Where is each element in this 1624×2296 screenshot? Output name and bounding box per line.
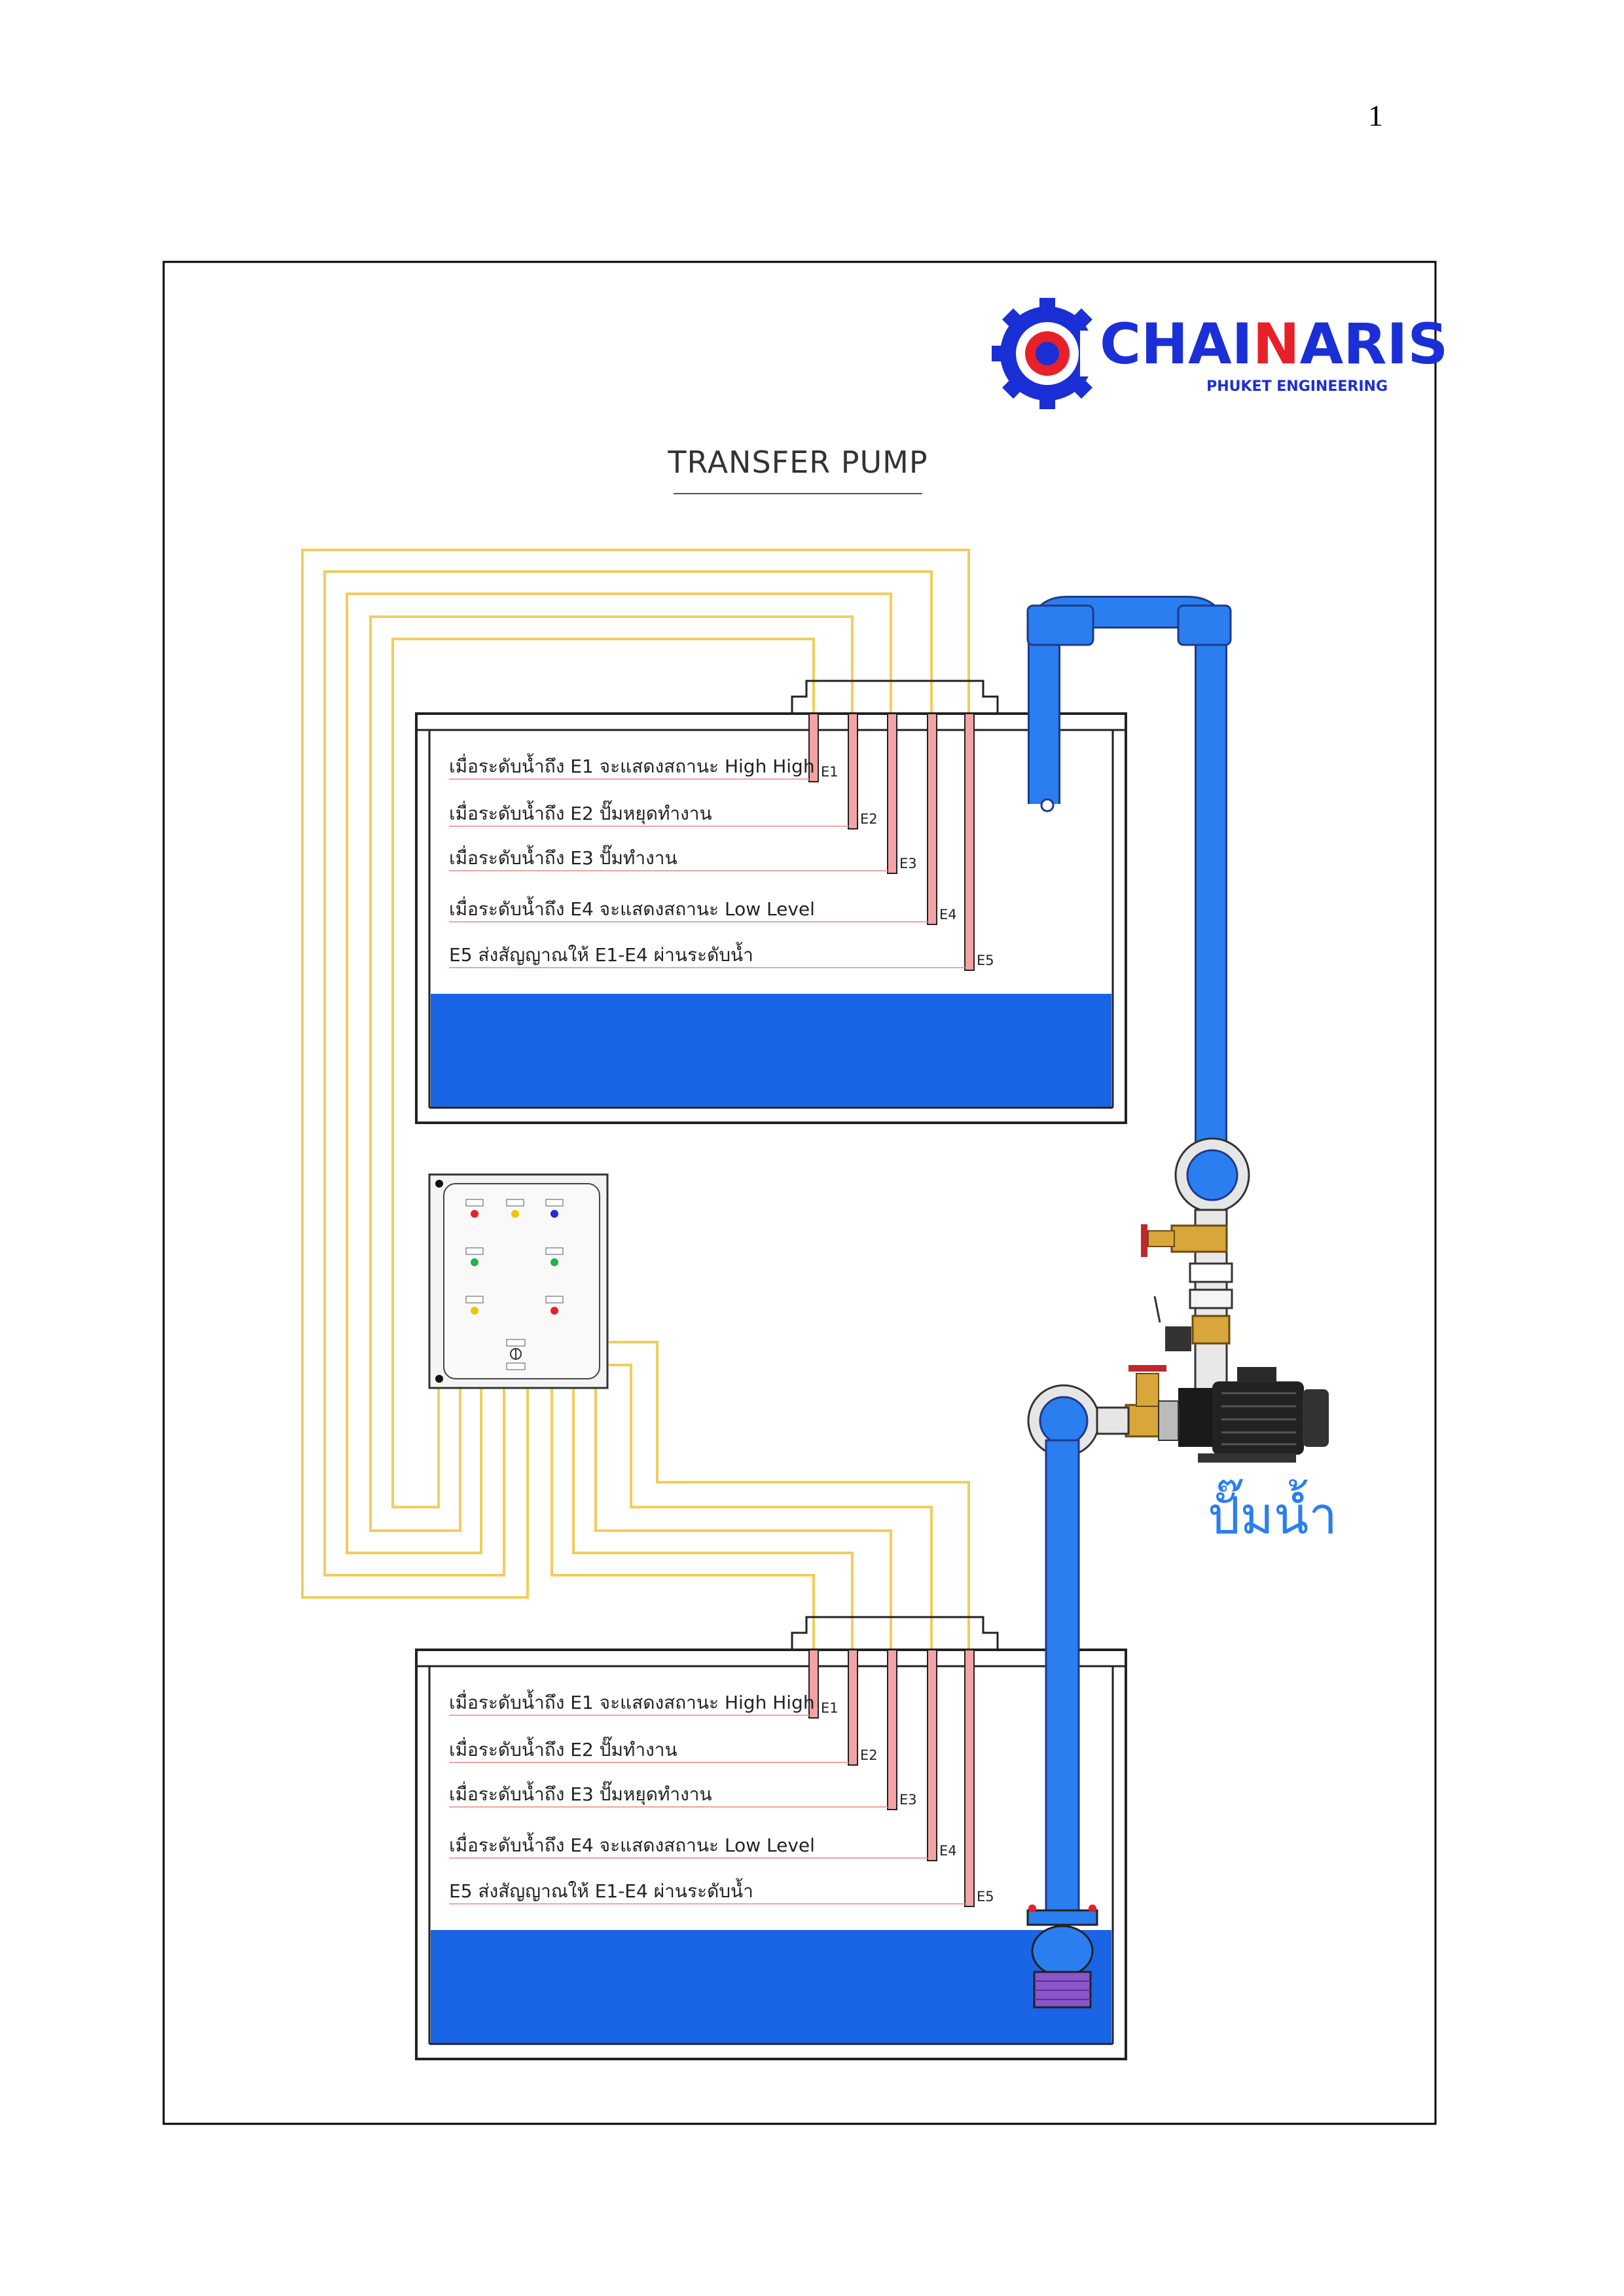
pressure-switch-icon: [1165, 1326, 1191, 1351]
page-number: 1: [1368, 99, 1383, 132]
brand-subtitle: PHUKET ENGINEERING: [1206, 378, 1388, 395]
upper-tank-water: [431, 994, 1111, 1108]
svg-text:CHAINARIS: CHAINARIS: [1100, 312, 1448, 377]
suction-pipe: [1045, 1439, 1080, 1913]
control-panel: [428, 1173, 609, 1389]
pipework: [1026, 596, 1329, 2009]
panel-lamp: [545, 1296, 564, 1315]
pump-label: ปั๊มน้ำ: [1208, 1479, 1337, 1546]
panel-lamp: [506, 1199, 524, 1218]
upper-electrode-e2: [848, 713, 858, 829]
lower-row-label-2: เมื่อระดับน้ำถึง E2 ปั๊มทำงาน: [449, 1736, 677, 1760]
upper-electrode-e5: [964, 713, 975, 971]
upper-electrode-tag-e3: E3: [899, 856, 917, 871]
lower-electrode-tag-e4: E4: [939, 1843, 957, 1859]
brand-logo: CHAINARIS PHUKET ENGINEERING: [992, 298, 1448, 409]
lower-electrode-tag-e2: E2: [860, 1747, 878, 1763]
diagram-title: TRANSFER PUMP: [667, 445, 928, 480]
lower-electrode-e5: [964, 1649, 975, 1907]
upper-electrode-tag-e2: E2: [860, 811, 878, 827]
lower-electrode-e4: [927, 1649, 937, 1861]
upper-electrode-tag-e1: E1: [821, 764, 839, 780]
panel-lamp: [465, 1296, 484, 1315]
foot-valve: [1026, 1904, 1098, 2009]
upper-electrode-holder: [791, 680, 999, 714]
upper-row-label-1: เมื่อระดับน้ำถึง E1 จะแสดงสถานะ High Hig…: [449, 753, 815, 777]
brand-name-part3: ARIS: [1300, 312, 1449, 377]
upper-electrode-tag-e5: E5: [977, 953, 994, 968]
pump-motor: [1178, 1367, 1329, 1463]
lower-row-label-5: E5 ส่งสัญญาณให้ E1-E4 ผ่านระดับน้ำ: [449, 1878, 753, 1902]
lower-electrode-tag-e1: E1: [821, 1700, 839, 1716]
check-valve: [1191, 1315, 1231, 1345]
lower-electrode-e3: [887, 1649, 897, 1810]
lower-electrode-e2: [848, 1649, 858, 1766]
upper-row-label-3: เมื่อระดับน้ำถึง E3 ปั๊มทำงาน: [449, 845, 677, 869]
panel-lamp: [545, 1247, 564, 1266]
lower-row-label-3: เมื่อระดับน้ำถึง E3 ปั๊มหยุดทำงาน: [449, 1781, 712, 1806]
diagram-border: [162, 261, 1437, 2125]
selector-switch-icon: [506, 1339, 526, 1370]
lower-electrode-tag-e5: E5: [977, 1889, 994, 1904]
lower-row-label-4: เมื่อระดับน้ำถึง E4 จะแสดงสถานะ Low Leve…: [449, 1832, 815, 1856]
lower-electrode-holder: [791, 1616, 999, 1650]
gear-icon: [992, 298, 1106, 409]
control-wiring: [301, 549, 970, 1650]
upper-electrode-e3: [887, 713, 897, 874]
brand-name-part1: CHAI: [1100, 312, 1253, 377]
panel-lamp: [465, 1199, 484, 1218]
lower-tank-water: [431, 1930, 1111, 2044]
upper-row-label-4: เมื่อระดับน้ำถึง E4 จะแสดงสถานะ Low Leve…: [449, 896, 815, 920]
brand-name-part2: N: [1253, 312, 1300, 377]
upper-row-label-5: E5 ส่งสัญญาณให้ E1-E4 ผ่านระดับน้ำ: [449, 941, 753, 966]
upper-electrode-e4: [927, 713, 937, 925]
lower-row-label-1: เมื่อระดับน้ำถึง E1 จะแสดงสถานะ High Hig…: [449, 1689, 815, 1713]
upper-electrode-tag-e4: E4: [939, 907, 957, 922]
lower-electrode-tag-e3: E3: [899, 1792, 917, 1808]
lower-tank: เมื่อระดับน้ำถึง E1 จะแสดงสถานะ High Hig…: [415, 1616, 1127, 2060]
lower-electrode-e1: [808, 1649, 819, 1719]
panel-lamp: [465, 1247, 484, 1266]
upper-electrode-e1: [808, 713, 819, 782]
panel-lamp: [545, 1199, 564, 1218]
gate-valve-upper: [1170, 1224, 1228, 1253]
upper-row-label-2: เมื่อระดับน้ำถึง E2 ปั๊มหยุดทำงาน: [449, 800, 712, 825]
upper-tank: เมื่อระดับน้ำถึง E1 จะแสดงสถานะ High Hig…: [415, 680, 1127, 1124]
